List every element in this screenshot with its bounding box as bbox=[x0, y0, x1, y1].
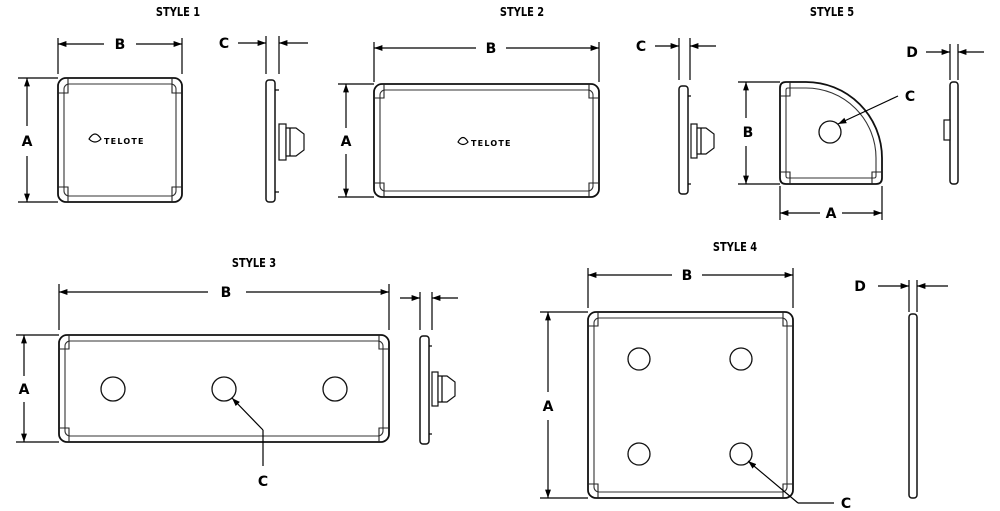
style-5-c-label: C bbox=[905, 89, 915, 105]
style-4-hole-bottom-right bbox=[729, 442, 753, 466]
style-2-c-label: C bbox=[636, 39, 646, 55]
style-3-side-plate bbox=[419, 335, 430, 445]
style-2-side-plate bbox=[678, 85, 689, 195]
style-1-plate-inner bbox=[63, 83, 177, 197]
style-3-plate-inner bbox=[64, 340, 384, 437]
style-2-a-label: A bbox=[341, 134, 352, 150]
style-2-side-nut-base bbox=[690, 123, 698, 159]
style-4-c-label: C bbox=[841, 496, 851, 511]
style-3-hole-center bbox=[211, 376, 237, 402]
style-2-plate bbox=[373, 83, 600, 198]
style-4-d-label: D bbox=[854, 279, 866, 295]
style-2-corner-tr bbox=[588, 84, 599, 99]
style-3-title: STYLE 3 bbox=[232, 256, 276, 270]
style-1-plate bbox=[57, 77, 183, 203]
style-3-c-label: C bbox=[258, 474, 268, 490]
style-2-group: STYLE 2 B A TELOTE C bbox=[338, 5, 716, 198]
style-5-b-label: B bbox=[743, 125, 754, 141]
style-3-corner-br bbox=[378, 427, 389, 442]
style-5-hole bbox=[818, 120, 842, 144]
style-4-plate bbox=[587, 311, 794, 499]
style-2-logo: TELOTE bbox=[457, 136, 512, 148]
style-3-side-nut-base bbox=[431, 371, 439, 407]
style-2-plate-inner bbox=[379, 89, 594, 192]
style-5-corner-br bbox=[871, 171, 882, 184]
style-2-corner-bl bbox=[374, 182, 385, 197]
style-5-c-leader bbox=[837, 95, 899, 125]
style-1-c-label: C bbox=[219, 36, 229, 52]
style-4-hole-bottom-left bbox=[627, 442, 651, 466]
style-2-logo-icon bbox=[457, 136, 469, 146]
style-4-b-label: B bbox=[682, 268, 693, 284]
style-1-corner-bl bbox=[58, 186, 69, 202]
style-4-plate-inner bbox=[593, 317, 788, 493]
style-5-plate-inner bbox=[785, 87, 877, 179]
style-3-corner-tl bbox=[59, 335, 70, 350]
style-4-title: STYLE 4 bbox=[713, 240, 758, 254]
style-4-side-plate bbox=[908, 313, 918, 499]
style-1-a-label: A bbox=[22, 134, 33, 150]
style-4-hole-top-right bbox=[729, 347, 753, 371]
style-5-group: STYLE 5 B A C D bbox=[738, 5, 984, 222]
style-2-side-nut bbox=[696, 127, 715, 155]
style-3-group: STYLE 3 B A C bbox=[16, 256, 458, 490]
style-1-corner-br bbox=[171, 186, 182, 202]
style-5-a-label: A bbox=[826, 206, 837, 222]
style-3-a-label: A bbox=[19, 382, 30, 398]
style-1-logo-icon bbox=[88, 133, 102, 143]
style-5-corner-bl bbox=[780, 171, 791, 184]
style-1-logo-text: TELOTE bbox=[104, 137, 145, 146]
style-3-corner-tr bbox=[378, 335, 389, 350]
style-1-corner-tr bbox=[171, 78, 182, 94]
style-1-b-label: B bbox=[115, 37, 126, 53]
style-4-hole-top-left bbox=[627, 347, 651, 371]
style-1-side-plate bbox=[265, 79, 276, 203]
style-1-side-nut bbox=[285, 127, 305, 157]
style-4-corner-bl bbox=[588, 483, 599, 498]
style-2-b-label: B bbox=[486, 41, 497, 57]
style-2-corner-br bbox=[588, 182, 599, 197]
style-4-corner-br bbox=[782, 483, 793, 498]
style-2-logo-text: TELOTE bbox=[471, 139, 512, 148]
style-3-hole-right bbox=[322, 376, 348, 402]
style-4-corner-tr bbox=[782, 312, 793, 327]
style-1-group: STYLE 1 B A TELOTE C bbox=[18, 5, 308, 203]
style-4-group: STYLE 4 B A C D bbox=[540, 240, 948, 511]
style-3-hole-left bbox=[100, 376, 126, 402]
style-5-title: STYLE 5 bbox=[810, 5, 854, 19]
style-1-title: STYLE 1 bbox=[156, 5, 200, 19]
style-3-side-nut bbox=[437, 375, 456, 403]
style-5-d-label: D bbox=[906, 45, 918, 61]
style-1-logo: TELOTE bbox=[88, 133, 145, 146]
style-5-corner-tl bbox=[780, 82, 791, 97]
style-2-title: STYLE 2 bbox=[500, 5, 544, 19]
style-1-corner-tl bbox=[58, 78, 69, 94]
style-2-corner-tl bbox=[374, 84, 385, 99]
style-4-c-leader bbox=[747, 460, 799, 504]
style-1-side-nut-base bbox=[278, 123, 287, 161]
style-3-b-label: B bbox=[221, 285, 232, 301]
style-4-a-label: A bbox=[543, 399, 554, 415]
style-5-side-tab bbox=[943, 119, 951, 141]
style-3-corner-bl bbox=[59, 427, 70, 442]
style-3-c-leader bbox=[231, 397, 264, 431]
style-4-corner-tl bbox=[588, 312, 599, 327]
style-5-side-plate bbox=[949, 81, 959, 185]
